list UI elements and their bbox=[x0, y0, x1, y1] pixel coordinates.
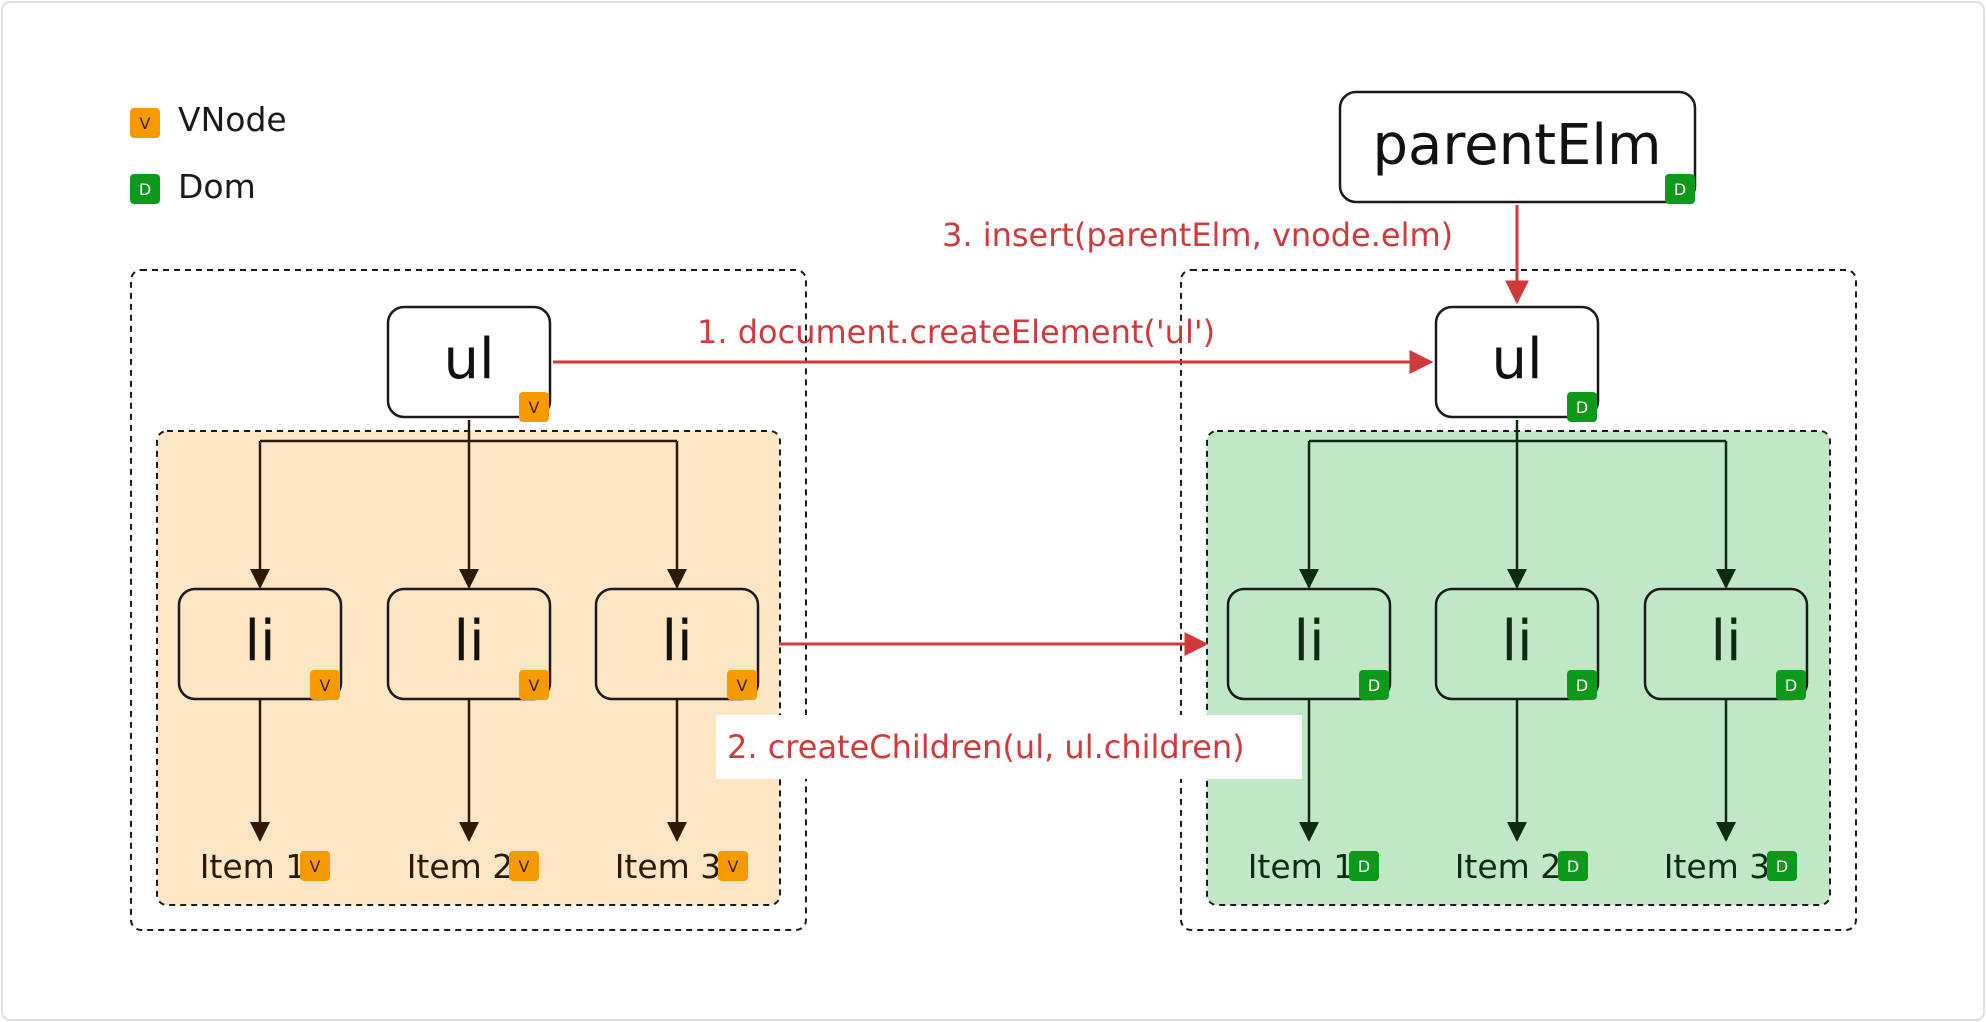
dom-badge-icon bbox=[1558, 851, 1588, 881]
legend-vnode-label: VNode bbox=[178, 100, 287, 139]
legend-item-dom: D Dom bbox=[130, 167, 256, 206]
step-arrows: 3. insert(parentElm, vnode.elm) 1. docum… bbox=[553, 205, 1529, 779]
dom-badge-icon bbox=[1359, 670, 1389, 700]
vnode-connectors bbox=[250, 420, 687, 842]
dom-li-label: li bbox=[1293, 609, 1324, 674]
step2-label: 2. createChildren(ul, ul.children) bbox=[727, 728, 1245, 766]
vnode-text-leaf: Item 2 V bbox=[407, 847, 539, 886]
dom-leaf-label: Item 2 bbox=[1455, 847, 1562, 886]
dom-badge-icon bbox=[1349, 851, 1379, 881]
dom-badge-icon bbox=[1767, 851, 1797, 881]
dom-badge-icon bbox=[1665, 174, 1695, 204]
step1-label: 1. document.createElement('ul') bbox=[697, 313, 1215, 351]
dom-parent-elm-node: parentElm D bbox=[1338, 90, 1697, 204]
vnode-badge-text: V bbox=[310, 857, 321, 876]
vnode-badge-icon bbox=[130, 108, 160, 138]
vnode-badge-text: V bbox=[529, 676, 540, 695]
vnode-leaf-label: Item 3 bbox=[615, 847, 722, 886]
dom-parent-elm-label: parentElm bbox=[1372, 113, 1661, 178]
dom-badge-icon bbox=[1567, 392, 1597, 422]
vnode-li-label: li bbox=[453, 609, 484, 674]
dom-tree: parentElm D ul D li D bbox=[1180, 90, 1857, 931]
vnode-badge-icon bbox=[509, 851, 539, 881]
dom-badge-text: D bbox=[1576, 398, 1588, 417]
step2-label-background bbox=[716, 715, 1302, 779]
vnode-ul-label: ul bbox=[443, 327, 494, 392]
vnode-text-leaf: Item 1 V bbox=[200, 847, 330, 886]
vnode-badge-icon bbox=[727, 670, 757, 700]
vnode-li-node: li V bbox=[177, 587, 343, 701]
vnode-tree: ul V li V li V li V Item 1 V bbox=[130, 269, 807, 931]
legend-dom-label: Dom bbox=[178, 167, 256, 206]
vnode-li-label: li bbox=[244, 609, 275, 674]
dom-badge-icon bbox=[130, 174, 160, 204]
vnode-badge-icon bbox=[519, 670, 549, 700]
dom-badge-icon bbox=[1567, 670, 1597, 700]
vnode-badge-icon bbox=[519, 392, 549, 422]
vnode-li-node: li V bbox=[594, 587, 760, 701]
dom-badge-text: D bbox=[1368, 676, 1380, 695]
vnode-tree-boundary bbox=[130, 269, 807, 931]
dom-li-node: li D bbox=[1434, 587, 1600, 701]
vnode-badge-text: V bbox=[519, 857, 530, 876]
vnode-leaf-label: Item 1 bbox=[200, 847, 307, 886]
dom-leaf-label: Item 3 bbox=[1664, 847, 1771, 886]
dom-badge-text: D bbox=[1576, 676, 1588, 695]
dom-badge-text: D bbox=[1776, 857, 1788, 876]
vnode-badge-text: V bbox=[737, 676, 748, 695]
dom-text-leaf: Item 3 D bbox=[1664, 847, 1797, 886]
legend-dom-badge-text: D bbox=[139, 180, 151, 199]
dom-ul-node: ul D bbox=[1434, 305, 1600, 422]
vnode-badge-text: V bbox=[529, 398, 540, 417]
legend-item-vnode: V VNode bbox=[130, 100, 287, 139]
vnode-badge-text: V bbox=[728, 857, 739, 876]
dom-li-node: li D bbox=[1226, 587, 1392, 701]
dom-connectors bbox=[1299, 420, 1736, 842]
dom-badge-text: D bbox=[1358, 857, 1370, 876]
dom-leaf-label: Item 1 bbox=[1248, 847, 1355, 886]
step3-label: 3. insert(parentElm, vnode.elm) bbox=[942, 216, 1453, 254]
dom-badge-icon bbox=[1776, 670, 1806, 700]
dom-badge-text: D bbox=[1785, 676, 1797, 695]
dom-ul-label: ul bbox=[1491, 327, 1542, 392]
vnode-leaf-label: Item 2 bbox=[407, 847, 514, 886]
vnode-badge-text: V bbox=[320, 676, 331, 695]
vnode-li-node: li V bbox=[386, 587, 552, 701]
dom-text-leaf: Item 2 D bbox=[1455, 847, 1588, 886]
dom-tree-boundary bbox=[1180, 269, 1857, 931]
dom-badge-text: D bbox=[1674, 180, 1686, 199]
legend: V VNode D Dom bbox=[130, 100, 287, 206]
vnode-badge-icon bbox=[718, 851, 748, 881]
vnode-badge-icon bbox=[310, 670, 340, 700]
vnode-ul-node: ul V bbox=[386, 305, 552, 422]
dom-li-node: li D bbox=[1643, 587, 1809, 701]
dom-li-label: li bbox=[1710, 609, 1741, 674]
vnode-li-label: li bbox=[661, 609, 692, 674]
dom-badge-text: D bbox=[1567, 857, 1579, 876]
legend-vnode-badge-text: V bbox=[140, 114, 151, 133]
dom-li-label: li bbox=[1501, 609, 1532, 674]
vnode-text-leaf: Item 3 V bbox=[615, 847, 748, 886]
dom-text-leaf: Item 1 D bbox=[1248, 847, 1379, 886]
vnode-badge-icon bbox=[300, 851, 330, 881]
